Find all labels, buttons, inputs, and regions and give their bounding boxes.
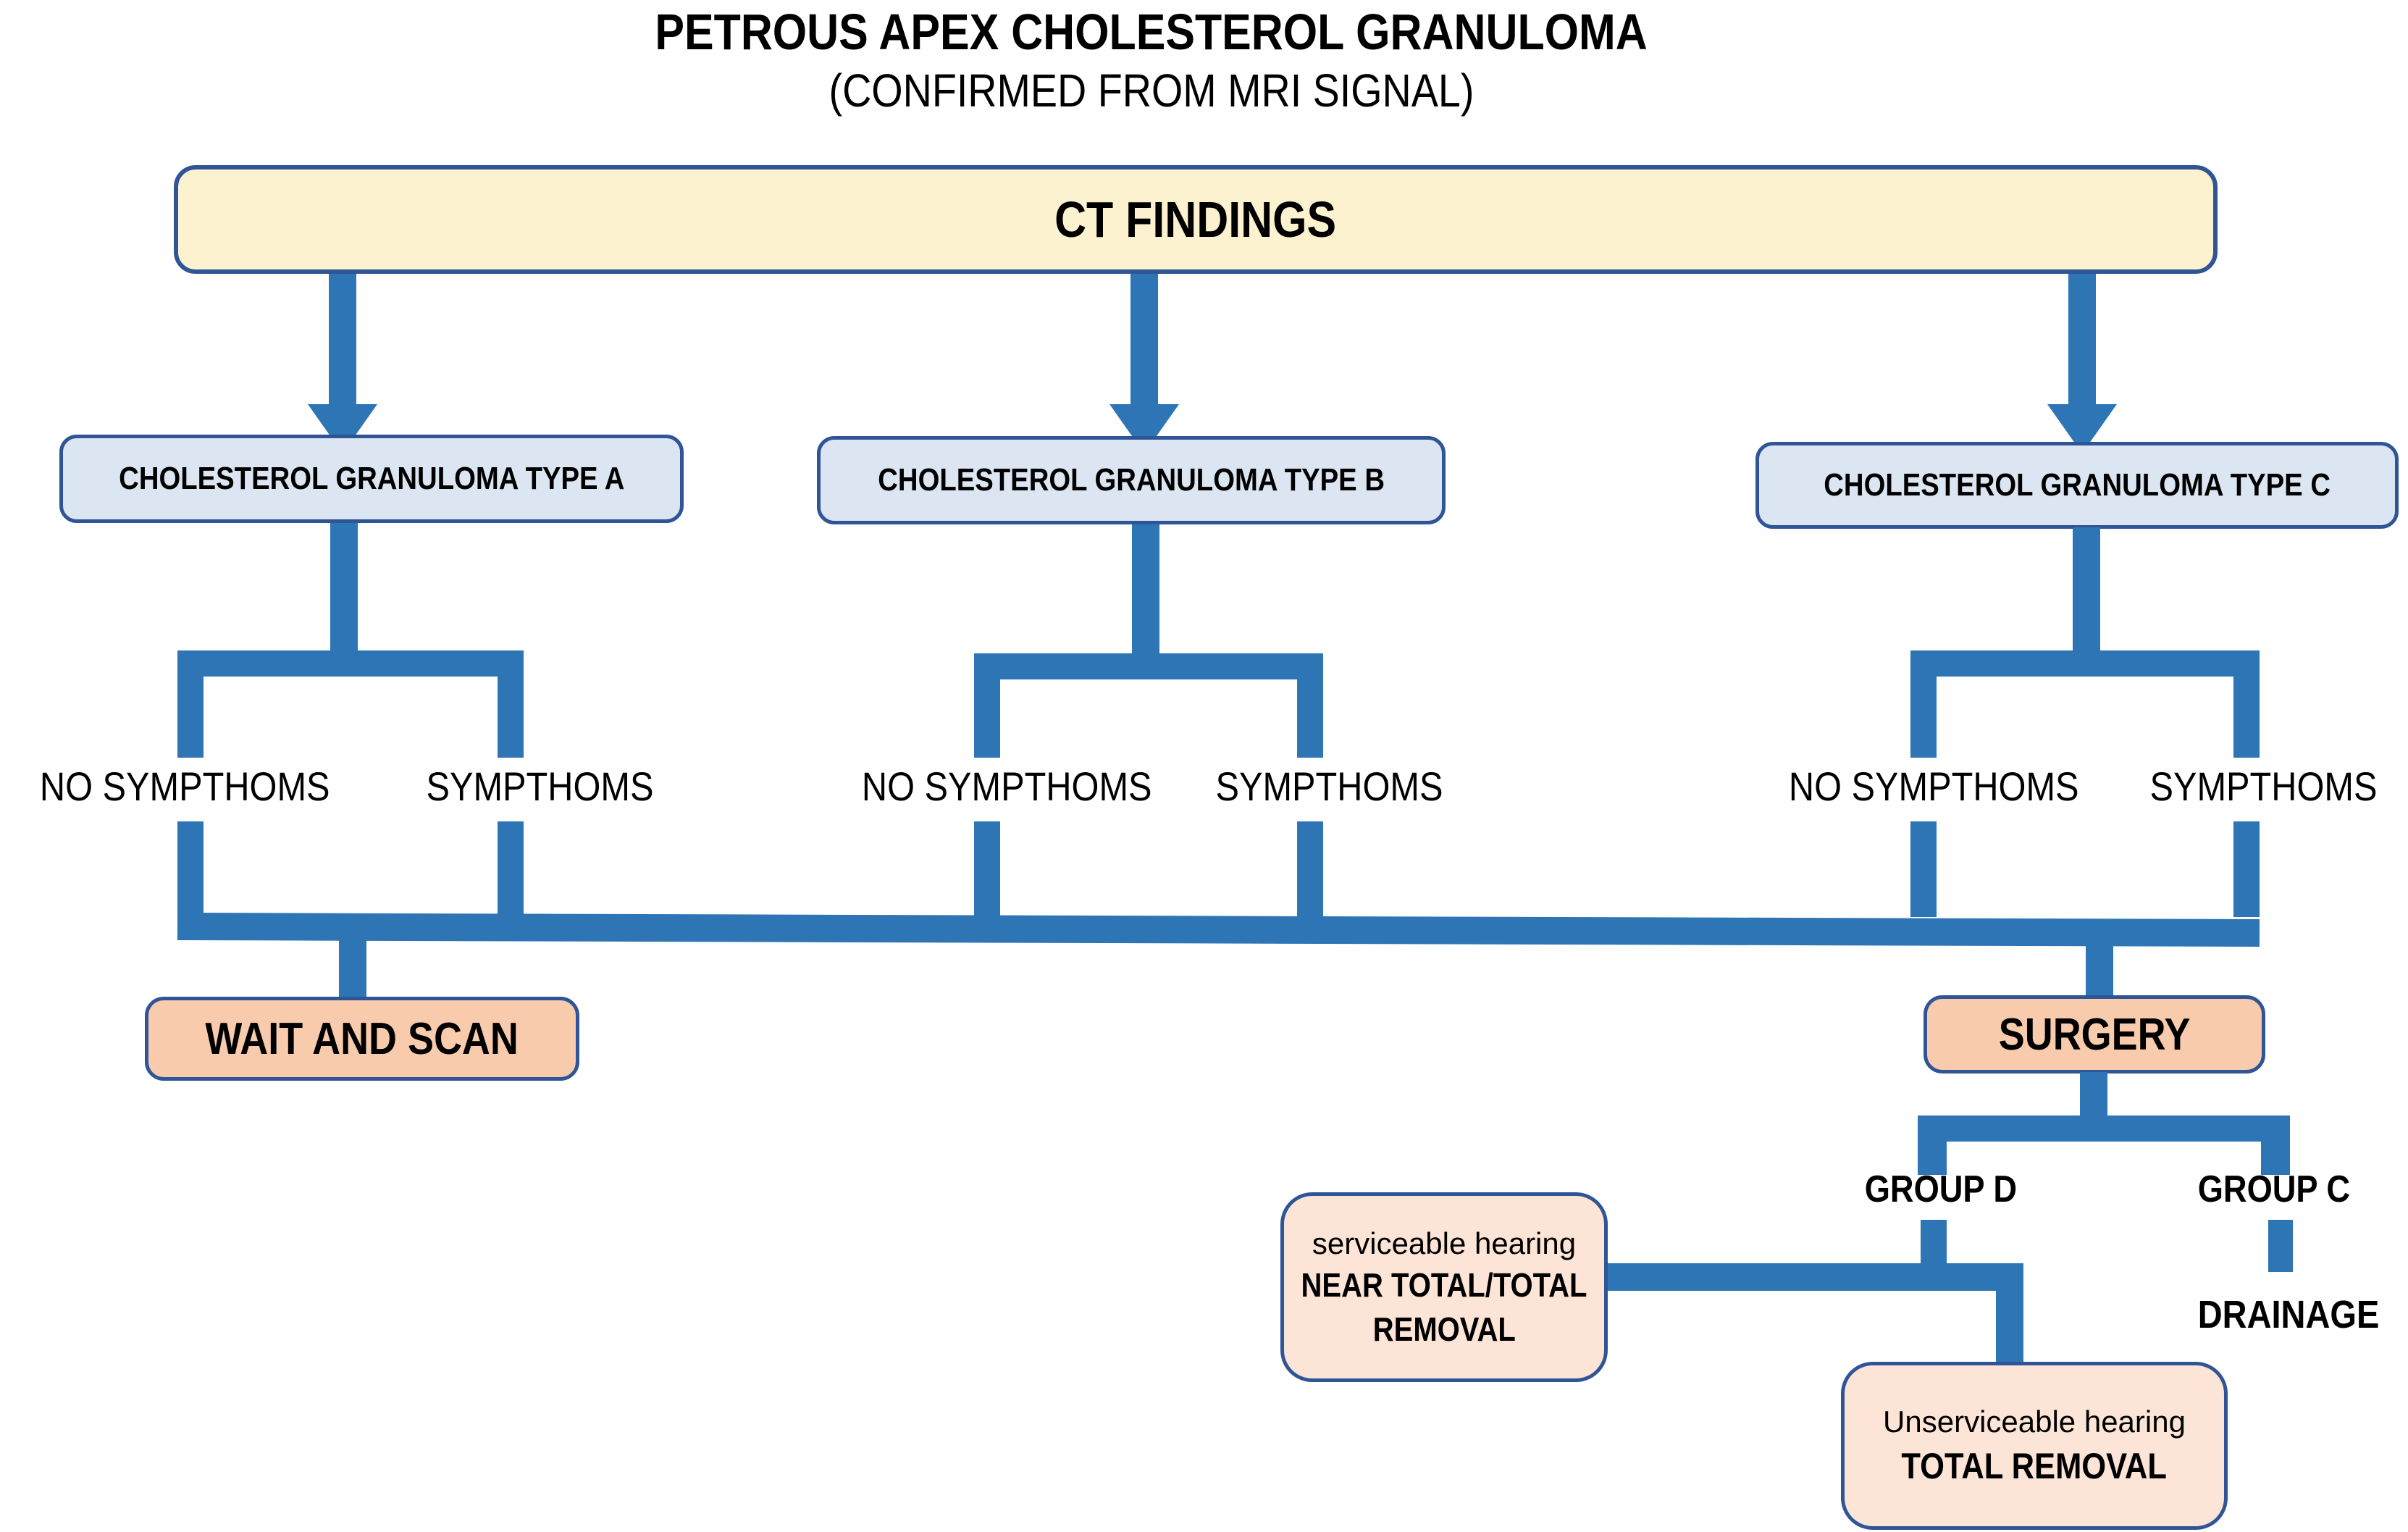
group-d-stub xyxy=(1921,1220,1947,1268)
fork-b-stem xyxy=(1132,524,1159,653)
ct-findings-label: CT FINDINGS xyxy=(1054,191,1337,248)
stub-type-a-symptoms xyxy=(498,821,524,917)
fork-a-bar xyxy=(177,650,524,677)
collector-bar xyxy=(177,913,2260,947)
stub-type-b-symptoms xyxy=(1297,821,1323,917)
label-type-b-symptoms: SYMPTHOMS xyxy=(1215,763,1443,809)
wait-and-scan-box: WAIT AND SCAN xyxy=(145,997,579,1081)
type-c-box: CHOLESTEROL GRANULOMA TYPE C xyxy=(1755,442,2399,529)
page-subtitle-text: (CONFIRMED FROM MRI SIGNAL) xyxy=(828,64,1474,117)
stub-type-c-no-symptoms xyxy=(1910,821,1937,917)
label-drainage: DRAINAGE xyxy=(2197,1293,2380,1336)
label-type-b-no-symptoms: NO SYMPTHOMS xyxy=(861,763,1152,809)
label-type-a-symptoms: SYMPTHOMS xyxy=(425,763,653,809)
surgery-drop xyxy=(2086,937,2113,998)
serviceable-hearing-box: serviceable hearing NEAR TOTAL/TOTAL REM… xyxy=(1280,1192,1608,1382)
label-group-c: GROUP C xyxy=(2197,1168,2351,1210)
unserviceable-hearing-box: Unserviceable hearing TOTAL REMOVAL xyxy=(1841,1362,2228,1530)
fork-c-left-leg xyxy=(1910,650,1937,758)
type-b-box: CHOLESTEROL GRANULOMA TYPE B xyxy=(817,436,1446,524)
serviceable-hearing-condition: serviceable hearing xyxy=(1312,1226,1577,1260)
group-c-stub xyxy=(2268,1220,2293,1272)
stub-type-b-no-symptoms xyxy=(974,821,1000,917)
serviceable-hearing-action-line2: REMOVAL xyxy=(1372,1310,1516,1348)
type-a-box: CHOLESTEROL GRANULOMA TYPE A xyxy=(59,435,684,523)
unserviceable-hearing-action: TOTAL REMOVAL xyxy=(1901,1445,2168,1486)
arrow-ct-to-type-a-shaft xyxy=(329,274,356,407)
ct-findings-box: CT FINDINGS xyxy=(174,165,2218,274)
page-title: PETROUS APEX CHOLESTEROL GRANULOMA xyxy=(0,3,2303,61)
surgery-fork-right-leg xyxy=(2261,1115,2290,1175)
group-d-bar xyxy=(1608,1263,2023,1291)
fork-a-stem xyxy=(330,523,358,653)
stub-type-c-symptoms xyxy=(2233,821,2260,917)
type-b-label: CHOLESTEROL GRANULOMA TYPE B xyxy=(878,462,1385,498)
stub-type-a-no-symptoms xyxy=(177,821,204,917)
fork-c-stem xyxy=(2073,527,2100,653)
fork-b-right-leg xyxy=(1297,653,1323,758)
surgery-box: SURGERY xyxy=(1924,995,2265,1073)
label-type-c-no-symptoms: NO SYMPTHOMS xyxy=(1788,763,2079,809)
label-type-c-symptoms: SYMPTHOMS xyxy=(2149,763,2377,809)
unserviceable-hearing-condition: Unserviceable hearing xyxy=(1883,1405,2186,1439)
fork-c-bar xyxy=(1910,650,2260,677)
fork-b-left-leg xyxy=(974,653,1000,758)
page-subtitle: (CONFIRMED FROM MRI SIGNAL) xyxy=(0,64,2303,117)
serviceable-hearing-action-line1: NEAR TOTAL/TOTAL xyxy=(1301,1266,1587,1304)
type-c-label: CHOLESTEROL GRANULOMA TYPE C xyxy=(1824,467,2331,503)
surgery-label: SURGERY xyxy=(1998,1009,2191,1060)
group-d-down-leg xyxy=(1996,1263,2023,1366)
arrow-ct-to-type-b-shaft xyxy=(1130,274,1158,407)
surgery-fork-stem xyxy=(2080,1072,2107,1118)
label-type-a-no-symptoms: NO SYMPTHOMS xyxy=(39,763,330,809)
type-a-label: CHOLESTEROL GRANULOMA TYPE A xyxy=(118,461,625,496)
fork-a-right-leg xyxy=(498,650,524,758)
fork-b-bar xyxy=(974,653,1323,679)
arrow-ct-to-type-c-shaft xyxy=(2068,274,2096,407)
label-group-d: GROUP D xyxy=(1864,1168,2018,1210)
wait-and-scan-drop xyxy=(339,937,366,1000)
surgery-fork-left-leg xyxy=(1918,1115,1947,1175)
page-title-text: PETROUS APEX CHOLESTEROL GRANULOMA xyxy=(655,4,1648,60)
surgery-fork-bar xyxy=(1918,1115,2290,1142)
fork-c-right-leg xyxy=(2233,650,2260,758)
wait-and-scan-label: WAIT AND SCAN xyxy=(205,1013,519,1064)
fork-a-left-leg xyxy=(177,650,204,758)
